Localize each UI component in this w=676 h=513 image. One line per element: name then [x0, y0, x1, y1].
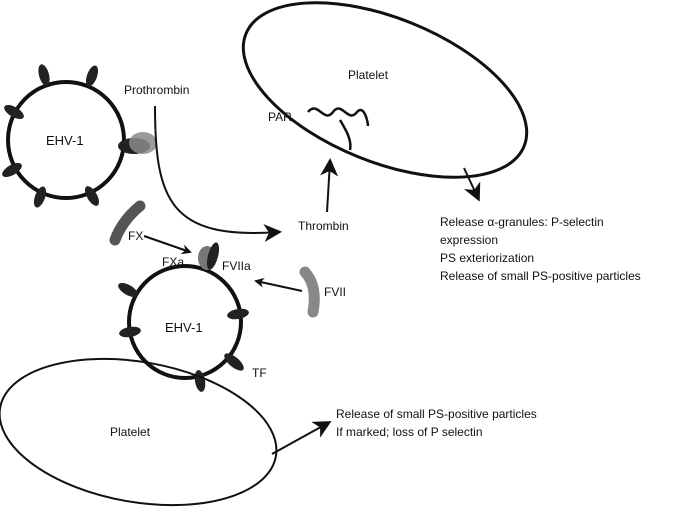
ehv1-bottom-virus: [118, 242, 249, 392]
fx-label: FX: [128, 229, 143, 243]
virus-glycoprotein: [33, 186, 47, 208]
thrombin-to-par-arrow: [320, 158, 339, 213]
virus-glycoprotein: [85, 65, 99, 87]
virus-glycoprotein: [2, 163, 22, 177]
platelet-top-membrane: [241, 1, 529, 179]
outcomes-bottom: Release of small PS-positive particles I…: [336, 407, 537, 439]
par-label: PAR: [268, 110, 292, 124]
fx-protein: [109, 200, 146, 246]
ehv1-top-label: EHV-1: [46, 133, 84, 148]
virus-glycoprotein: [4, 105, 24, 119]
virus-glycoprotein: [84, 186, 99, 206]
platelet-top-label: Platelet: [348, 68, 389, 82]
platelet-bottom-label: Platelet: [110, 425, 151, 439]
fviia-protein: [206, 242, 220, 270]
outcome-line: Release of small PS-positive particles: [440, 269, 641, 283]
platelet-top-outcome-arrow: [463, 167, 481, 202]
fvii-activation-arrow: [254, 277, 303, 292]
outcome-line: Release α-granules: P-selectin: [440, 215, 604, 229]
outcome-line: Release of small PS-positive particles: [336, 407, 537, 421]
par-receptor: [307, 107, 370, 127]
ehv1-top-virus: [2, 64, 157, 208]
virus-glycoprotein: [118, 283, 138, 297]
virus-glycoprotein: [119, 326, 141, 338]
ehv1-bottom-label: EHV-1: [165, 320, 203, 335]
par-receptor-stem: [338, 119, 352, 151]
platelet-bottom-membrane: [0, 357, 278, 507]
outcome-line: PS exteriorization: [440, 251, 534, 265]
fx-activation-arrow: [143, 235, 192, 255]
fvii-protein: [299, 266, 320, 318]
tissue-factor-bottom: [224, 353, 244, 371]
fviia-label: FVIIa: [222, 259, 251, 273]
tf-label: TF: [252, 366, 267, 380]
outcome-line: If marked; loss of P selectin: [336, 425, 483, 439]
prothrombin-to-thrombin-curve: [154, 105, 282, 243]
prothrombin-bound: [129, 132, 157, 154]
thrombin-label: Thrombin: [298, 219, 349, 233]
outcomes-top: Release α-granules: P-selectin expressio…: [440, 215, 641, 283]
fvii-label: FVII: [324, 285, 346, 299]
virus-glycoprotein: [227, 308, 249, 320]
platelet-bottom-outcome-arrow: [271, 421, 332, 455]
fxa-label: FXa: [162, 255, 184, 269]
outcome-line: expression: [440, 233, 498, 247]
prothrombin-label: Prothrombin: [124, 83, 189, 97]
virus-glycoprotein: [38, 64, 50, 86]
